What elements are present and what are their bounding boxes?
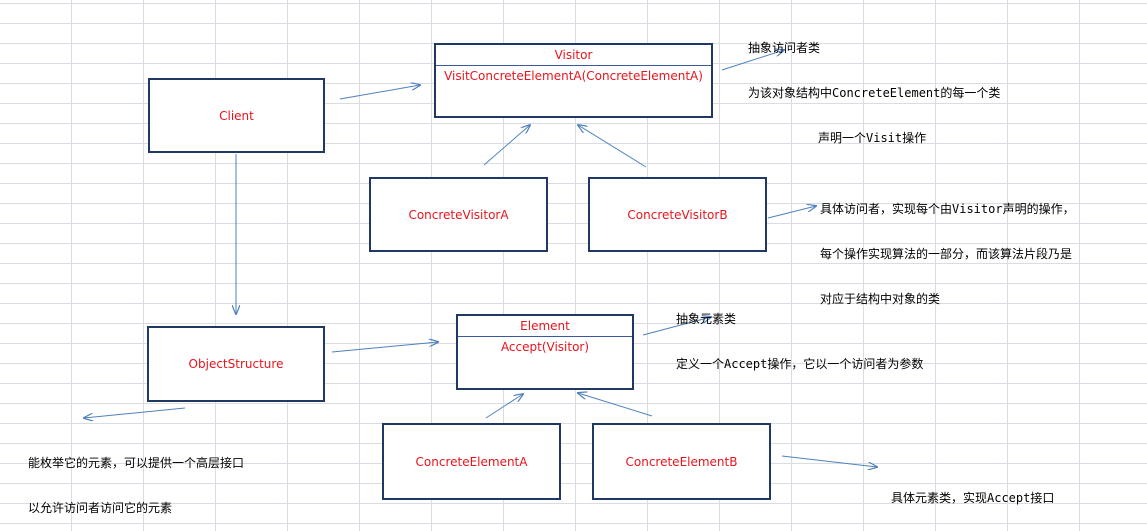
visitor-class-box: Visitor VisitConcreteElementA(ConcreteEl… xyxy=(434,43,713,118)
visitor-note-line1: 抽象访问者类 xyxy=(748,41,821,55)
visitor-note-line2: 为该对象结构中ConcreteElement的每一个类 xyxy=(748,86,1001,100)
visitorb-to-visitor-arrow xyxy=(578,125,647,168)
visitora-to-visitor-arrow xyxy=(483,125,530,166)
concrete-element-a-label: ConcreteElementA xyxy=(415,454,528,469)
visitor-note-line3: 声明一个Visit操作 xyxy=(818,131,927,145)
element-note: 抽象元素类 定义一个Accept操作，它以一个访问者为参数 xyxy=(676,282,923,387)
elementa-to-element-arrow xyxy=(485,394,523,419)
concrete-visitor-b-box: ConcreteVisitorB xyxy=(588,177,767,252)
elementb-to-note-arrow xyxy=(781,455,877,467)
objectstructure-to-element-arrow xyxy=(331,342,438,353)
visitor-title: Visitor xyxy=(436,45,711,66)
concrete-visitor-note-line1: 具体访问者，实现每个由Visitor声明的操作， xyxy=(820,202,1075,216)
concrete-visitor-note-line2: 每个操作实现算法的一部分，而该算法片段乃是 xyxy=(820,247,1073,261)
object-structure-note-line1: 能枚举它的元素，可以提供一个高层接口 xyxy=(28,456,245,470)
visitor-note: 抽象访问者类 为该对象结构中ConcreteElement的每一个类 声明一个V… xyxy=(748,11,1000,161)
client-label: Client xyxy=(219,108,254,123)
object-structure-box: ObjectStructure xyxy=(147,326,325,402)
element-title: Element xyxy=(458,316,632,337)
element-note-line1: 抽象元素类 xyxy=(676,312,737,326)
concrete-visitor-a-box: ConcreteVisitorA xyxy=(369,177,548,252)
object-structure-note: 能枚举它的元素，可以提供一个高层接口 以允许访问者访问它的元素 xyxy=(28,426,244,531)
element-note-line2: 定义一个Accept操作，它以一个访问者为参数 xyxy=(676,357,924,371)
concrete-visitor-b-label: ConcreteVisitorB xyxy=(627,207,728,222)
client-box: Client xyxy=(148,78,325,153)
element-class-box: Element Accept(Visitor) xyxy=(456,314,634,390)
visitorb-to-note-arrow xyxy=(767,206,816,219)
concrete-element-b-box: ConcreteElementB xyxy=(592,423,771,500)
elementb-to-element-arrow xyxy=(578,393,653,417)
visitor-method: VisitConcreteElementA(ConcreteElementA) xyxy=(444,69,703,83)
concrete-element-b-label: ConcreteElementB xyxy=(625,454,738,469)
visitor-to-note-arrow xyxy=(721,50,784,71)
concrete-element-note-line1: 具体元素类，实现Accept接口 xyxy=(891,491,1055,505)
concrete-visitor-note: 具体访问者，实现每个由Visitor声明的操作， 每个操作实现算法的一部分，而该… xyxy=(820,172,1075,322)
element-method: Accept(Visitor) xyxy=(500,340,590,354)
object-structure-note-line2: 以允许访问者访问它的元素 xyxy=(28,501,173,515)
concrete-visitor-note-line3: 对应于结构中对象的类 xyxy=(820,292,941,306)
objectstructure-to-note-arrow xyxy=(84,407,186,418)
concrete-element-note: 具体元素类，实现Accept接口 xyxy=(891,461,1054,521)
object-structure-label: ObjectStructure xyxy=(188,357,284,371)
connector-layer xyxy=(0,0,1147,514)
client-to-visitor-arrow xyxy=(339,85,420,100)
concrete-visitor-a-label: ConcreteVisitorA xyxy=(408,207,509,222)
element-to-note-arrow xyxy=(642,317,711,336)
concrete-element-a-box: ConcreteElementA xyxy=(382,423,561,500)
